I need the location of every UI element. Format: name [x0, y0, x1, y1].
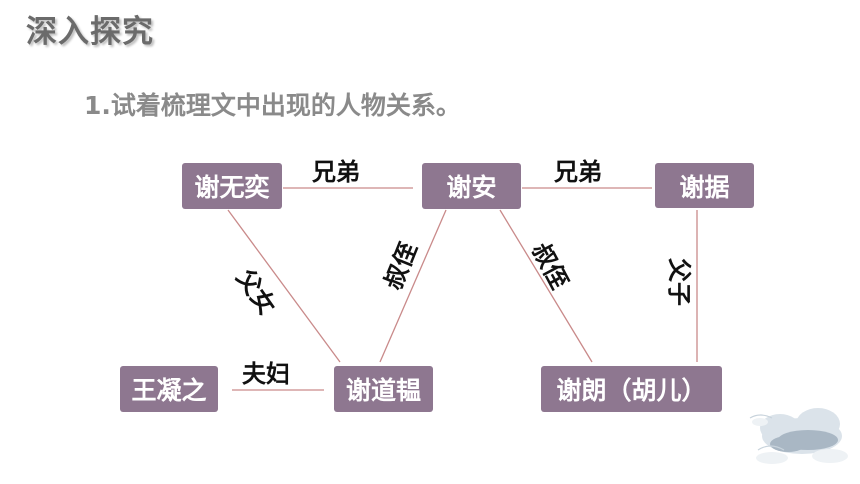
line-wuyi-daoyun: [227, 209, 341, 363]
node-xie-lang: 谢朗（胡儿）: [541, 366, 722, 412]
node-xie-an: 谢安: [422, 163, 521, 209]
line-an-lang: [499, 209, 593, 363]
node-xie-wuyi: 谢无奕: [182, 163, 282, 209]
line-an-daoyun: [379, 209, 447, 363]
relation-label-ju-lang: 父子: [665, 258, 693, 306]
cloud-decoration-icon: [749, 408, 848, 464]
node-xie-daoyun: 谢道韫: [334, 366, 433, 412]
relation-label-wuyi-an: 兄弟: [312, 158, 360, 186]
node-xie-ju: 谢据: [655, 163, 754, 208]
relation-label-an-ju: 兄弟: [554, 158, 602, 186]
node-wang-ningzhi: 王凝之: [120, 366, 218, 412]
section-title: 深入探究: [26, 14, 154, 50]
task-prompt: 1.试着梳理文中出现的人物关系。: [84, 91, 461, 120]
relation-label-wang-daoyun: 夫妇: [242, 360, 290, 388]
